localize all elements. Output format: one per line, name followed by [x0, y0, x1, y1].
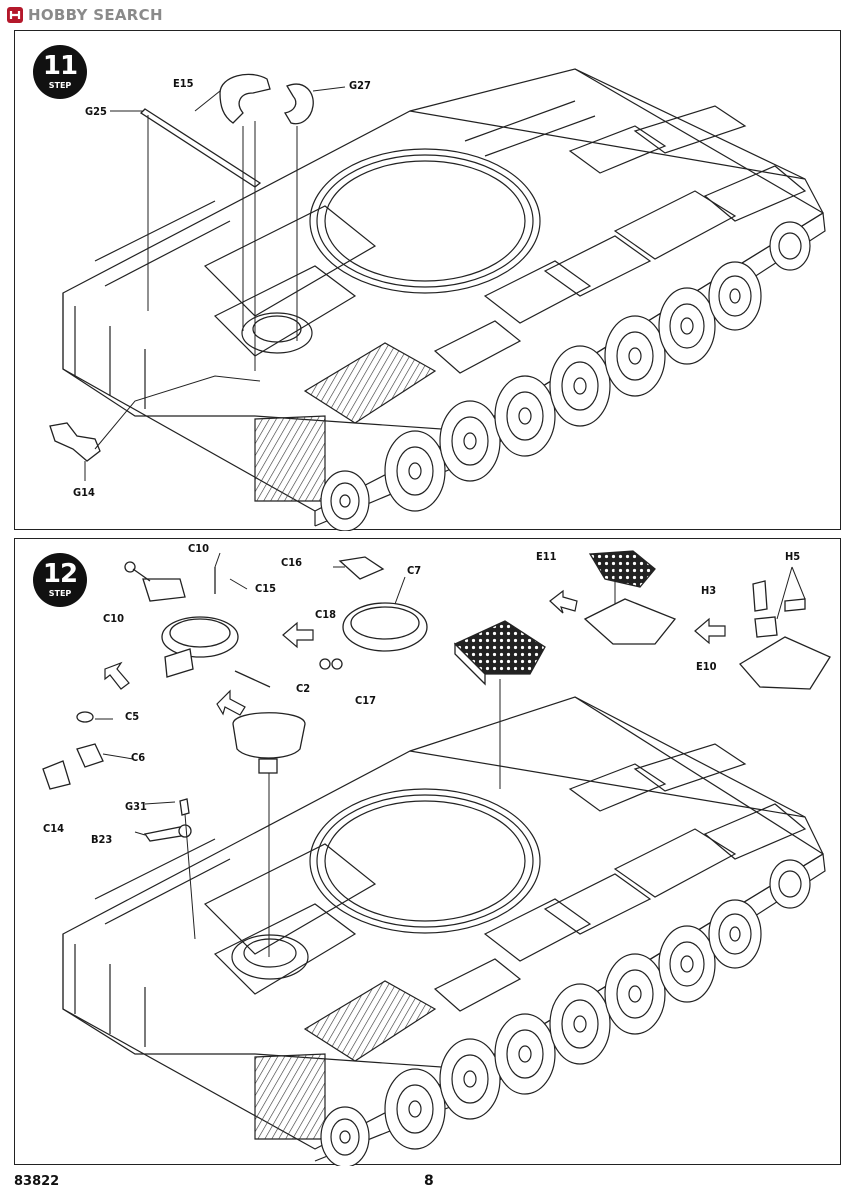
part-e11-shape — [588, 550, 656, 588]
part-g25-shape — [139, 108, 262, 188]
part-label-c14: C14 — [43, 822, 65, 835]
part-e10-shape — [739, 636, 831, 690]
sub-assembly-e11 — [583, 598, 677, 645]
part-label-c16: C16 — [281, 556, 303, 569]
step-word: STEP — [48, 81, 72, 90]
part-label-g14: G14 — [73, 486, 95, 499]
part-label-e11: E11 — [536, 550, 557, 563]
part-c5-shape — [76, 711, 94, 723]
arrow-down-right — [216, 689, 246, 716]
part-c14-shape — [42, 760, 71, 790]
part-label-e15: E15 — [173, 77, 194, 90]
step-11-illustration — [49, 68, 826, 531]
part-e15-shape — [219, 73, 271, 124]
part-label-c10-top: C10 — [188, 542, 210, 555]
arrow-left-2 — [549, 589, 578, 614]
step-12-assembly-lines — [95, 552, 806, 957]
part-label-c15: C15 — [255, 582, 277, 595]
part-c6-shape — [76, 743, 104, 768]
step-12-badge: 12 STEP — [33, 553, 87, 607]
step-12-arrows — [104, 589, 726, 716]
hobby-search-watermark: HOBBY SEARCH — [6, 4, 163, 26]
hobby-search-logo-icon — [7, 7, 23, 23]
part-g31-shape — [179, 798, 190, 816]
step-11-parts — [49, 73, 314, 462]
part-label-g31: G31 — [125, 800, 147, 813]
page-number: 8 — [424, 1173, 434, 1189]
part-label-c2: C2 — [296, 682, 311, 695]
arrow-left-1 — [282, 621, 314, 649]
road-wheels-11 — [320, 221, 811, 531]
part-label-c17: C17 — [355, 694, 377, 707]
step-number: 12 — [42, 559, 78, 589]
part-label-c5: C5 — [125, 710, 140, 723]
part-label-h5: H5 — [785, 550, 801, 563]
arrow-up-left — [104, 661, 130, 690]
part-label-c18: C18 — [315, 608, 337, 621]
part-label-h3: H3 — [701, 584, 717, 597]
part-h5-shape — [752, 580, 768, 612]
part-label-g25: G25 — [85, 105, 107, 118]
step-word: STEP — [48, 589, 72, 598]
part-label-c10-left: C10 — [103, 612, 125, 625]
kit-number: 83822 — [14, 1174, 60, 1189]
part-g27-shape — [283, 83, 314, 125]
part-c16-shape — [338, 556, 385, 580]
part-h3-shape — [754, 616, 778, 638]
step-11-panel: 11 STEP E15 G27 G25 G14 — [14, 30, 841, 531]
part-label-c6: C6 — [131, 751, 146, 764]
cupola-body-shape — [232, 712, 306, 759]
step-11-badge: 11 STEP — [33, 45, 87, 99]
part-label-c7: C7 — [407, 564, 422, 577]
step-number: 11 — [42, 51, 78, 81]
step-11-assembly-lines — [84, 86, 346, 481]
road-wheels-12 — [320, 859, 811, 1166]
part-label-e10: E10 — [696, 660, 717, 673]
watermark-text: HOBBY SEARCH — [28, 6, 163, 24]
part-label-g27: G27 — [349, 79, 371, 92]
step-12-panel: 12 STEP C10 C10 C15 C16 C7 E11 H5 H3 E10… — [14, 538, 841, 1166]
tank-hull-drawing-12 — [62, 696, 826, 1162]
part-c15-shape — [142, 578, 186, 602]
part-label-b23: B23 — [91, 833, 113, 846]
part-g14-shape — [49, 422, 101, 462]
tank-hull-drawing-11 — [62, 68, 826, 527]
step-12-parts — [42, 550, 831, 842]
arrow-left-3 — [694, 617, 726, 645]
step-12-illustration — [42, 550, 831, 1166]
